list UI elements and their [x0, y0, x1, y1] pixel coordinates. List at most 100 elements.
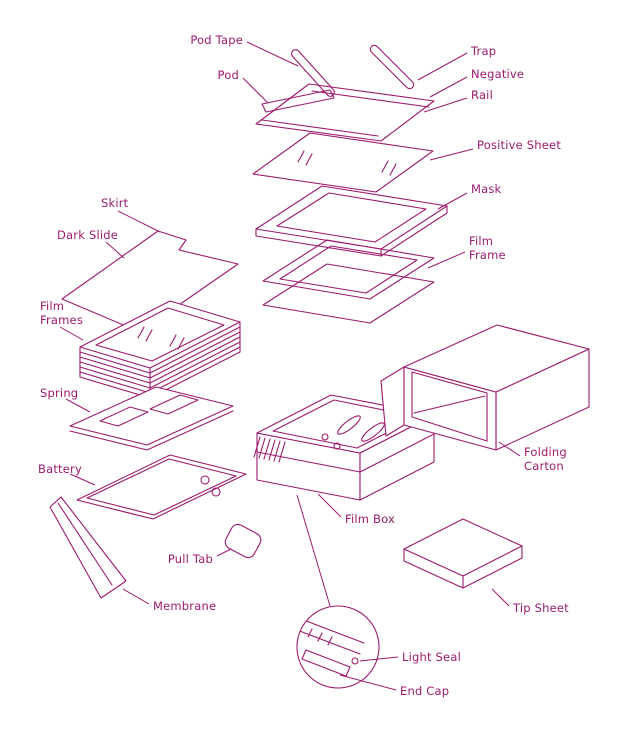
pull-tab-label: Pull Tab	[168, 552, 213, 566]
film-frame-lower-sheet	[262, 263, 435, 324]
skirt-leader	[117, 210, 161, 233]
end-cap-leader	[339, 674, 397, 691]
mask-leader	[437, 192, 468, 210]
trap-rod	[369, 44, 415, 90]
dark-slide-leader	[105, 241, 125, 259]
spring-label: Spring	[40, 386, 78, 400]
film-frames-label-line1: Film	[40, 299, 64, 313]
pod-strip	[261, 89, 335, 113]
rail-line-bottom	[261, 119, 379, 137]
film-frame-label-line1: Film	[469, 234, 493, 248]
membrane-fold	[57, 502, 113, 586]
light-seal-dot	[351, 657, 359, 665]
rail-line-top	[311, 90, 430, 108]
pod-leader	[242, 77, 269, 104]
mask-shape	[255, 185, 448, 257]
pull-tab-shape	[224, 523, 262, 559]
film-box-seam-right	[359, 433, 435, 473]
film-frame-label-line2: Frame	[469, 248, 506, 262]
positive-sheet	[252, 132, 434, 193]
gloss-mark	[169, 334, 185, 350]
pull-tab-leader	[216, 548, 232, 557]
film-frames-label-line2: Frames	[40, 313, 83, 327]
tip-sheet-label: Tip Sheet	[512, 601, 569, 615]
battery-leader	[69, 473, 96, 486]
battery-inner	[86, 458, 237, 516]
spring-cutout-right	[149, 394, 199, 415]
folding-carton-label-line2: Carton	[524, 459, 564, 473]
pull-tab	[224, 523, 262, 559]
film-box-slot	[337, 415, 361, 435]
dark-slide-label: Dark Slide	[57, 228, 118, 242]
film-frames-leader	[59, 326, 84, 341]
membrane-shape	[49, 496, 127, 599]
trap-leader	[417, 52, 468, 81]
negative-shape	[255, 83, 435, 142]
carton-top	[403, 324, 590, 393]
spring-cutout-left	[99, 406, 149, 427]
film-frame-outer	[262, 239, 435, 300]
end-cap-hatching	[307, 628, 333, 646]
negative-label: Negative	[471, 67, 524, 81]
battery-contact	[211, 487, 221, 497]
mask-window	[276, 192, 427, 243]
film-box-slot	[361, 422, 385, 442]
pod-tape-leader	[246, 41, 299, 67]
gloss-mark	[381, 160, 397, 176]
leader-lines	[59, 41, 521, 691]
tip-sheet-shape	[403, 518, 523, 589]
end-cap-band	[301, 649, 351, 677]
membrane-strip	[49, 496, 127, 599]
membrane-leader	[122, 588, 150, 605]
film-box-hole	[333, 442, 341, 450]
battery-label: Battery	[38, 462, 82, 476]
negative-sheet	[255, 83, 435, 142]
detail-leader	[296, 494, 331, 607]
detail-circle-outline	[296, 605, 380, 689]
trap-label: Trap	[470, 44, 496, 58]
positive-sheet-label: Positive Sheet	[477, 138, 561, 152]
film-frame-window	[279, 245, 418, 294]
light-seal-hatching	[253, 436, 286, 463]
film-frames-window	[95, 307, 225, 362]
gloss-mark	[137, 326, 153, 342]
trap-shape	[369, 44, 415, 90]
membrane-label: Membrane	[153, 599, 216, 613]
tip-sheet-fold	[403, 545, 523, 589]
spring-leader	[65, 398, 91, 413]
positive-sheet-shape	[252, 132, 434, 193]
battery-shape	[76, 454, 247, 520]
film-box-label: Film Box	[345, 512, 395, 526]
gloss-mark	[297, 150, 313, 166]
mask-label: Mask	[471, 182, 502, 196]
folding-carton-leader	[498, 441, 521, 457]
rail-label: Rail	[471, 88, 493, 102]
carton-opening-inner	[411, 371, 488, 442]
tip-sheet-leader	[491, 588, 510, 607]
labels: Pod Tape Trap Pod Negative Rail Positive…	[38, 33, 569, 698]
carton-inner-flap	[413, 395, 486, 414]
folding-carton-label-line1: Folding	[524, 445, 567, 459]
battery-sheet	[76, 454, 247, 520]
film-frame-leader	[427, 251, 466, 269]
light-seal-leader	[359, 656, 399, 662]
positive-sheet-leader	[429, 148, 474, 161]
negative-leader	[429, 76, 468, 98]
folding-carton-shape	[380, 324, 590, 451]
battery-contact	[200, 475, 210, 485]
spring-thickness	[69, 410, 234, 451]
mask-outer	[255, 185, 448, 250]
pod-label: Pod	[218, 68, 239, 82]
film-box-leader	[317, 493, 342, 518]
film-box-seam-left	[256, 451, 361, 473]
spring-plate	[69, 386, 234, 446]
film-box-hole	[321, 433, 329, 441]
end-cap-label: End Cap	[400, 684, 449, 698]
film-frame-shape	[262, 239, 435, 324]
spring-shape	[69, 386, 234, 451]
pod-tape-label: Pod Tape	[190, 33, 243, 47]
light-seal-label: Light Seal	[402, 650, 461, 664]
rail-leader	[423, 97, 468, 113]
